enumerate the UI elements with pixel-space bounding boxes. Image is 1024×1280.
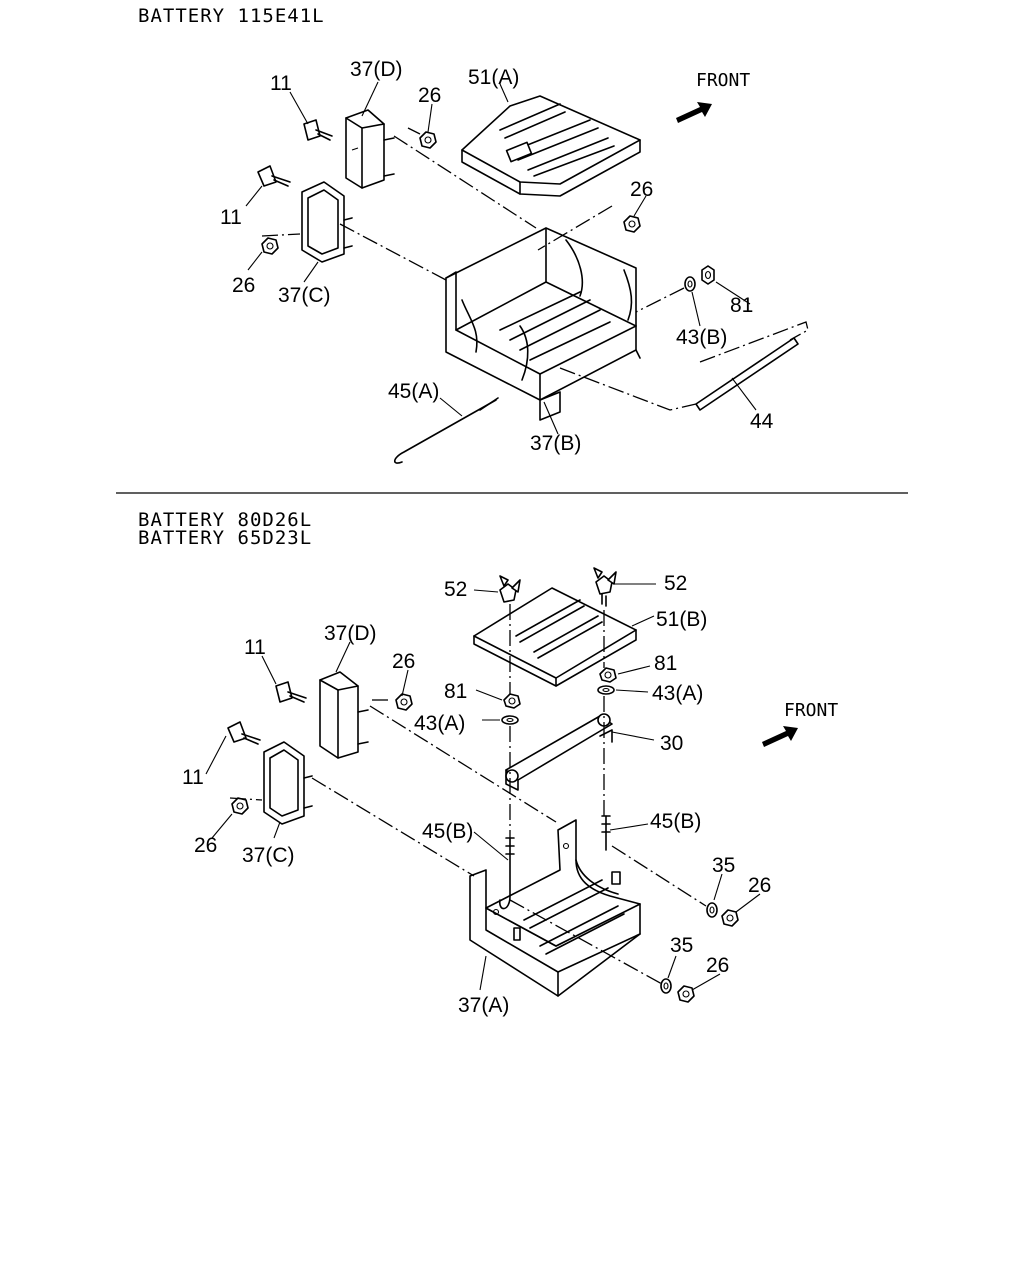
nut-26-right-upper bbox=[721, 909, 739, 927]
front-arrow-icon bbox=[762, 726, 798, 747]
callout-37b: 37(B) bbox=[530, 432, 581, 455]
washer-43a-left bbox=[501, 715, 519, 725]
washer-43b bbox=[684, 276, 696, 292]
callout-44: 44 bbox=[750, 410, 774, 433]
j-bolt-45b-right bbox=[601, 815, 611, 851]
section-2-diagram: 52 52 51(B) 11 37(D) 26 81 81 43(A) 43(A… bbox=[182, 567, 838, 1017]
callout-26: 26 bbox=[194, 834, 217, 857]
callout-11: 11 bbox=[270, 72, 292, 95]
wing-bolt-52-left bbox=[499, 575, 521, 603]
callout-37d: 37(D) bbox=[324, 622, 377, 645]
callout-81: 81 bbox=[730, 294, 753, 317]
callout-11: 11 bbox=[182, 766, 204, 789]
battery-cover-51a bbox=[461, 95, 641, 197]
callout-26: 26 bbox=[748, 874, 771, 897]
callout-51a: 51(A) bbox=[468, 66, 519, 89]
callout-43a: 43(A) bbox=[652, 682, 703, 705]
washer-35-upper bbox=[706, 902, 718, 918]
nut-81 bbox=[701, 265, 715, 285]
callout-26: 26 bbox=[392, 650, 415, 673]
nut-26-right-lower bbox=[677, 985, 695, 1003]
section-2-title-1: BATTERY 80D26L bbox=[138, 509, 313, 531]
bolt-11-lower bbox=[227, 721, 261, 745]
front-label: FRONT bbox=[696, 70, 750, 91]
callout-52: 52 bbox=[444, 578, 467, 601]
nut-81-right bbox=[599, 667, 617, 683]
callout-43a: 43(A) bbox=[414, 712, 465, 735]
callout-51b: 51(B) bbox=[656, 608, 707, 631]
washer-35-lower bbox=[660, 978, 672, 994]
callout-52: 52 bbox=[664, 572, 687, 595]
bracket-37d bbox=[345, 109, 395, 189]
wing-bolt-52-right bbox=[593, 567, 617, 607]
callout-26: 26 bbox=[706, 954, 729, 977]
battery-tray-37b bbox=[445, 227, 641, 421]
callout-45b: 45(B) bbox=[650, 810, 701, 833]
nut-81-left bbox=[503, 693, 521, 709]
callout-81: 81 bbox=[444, 680, 467, 703]
nut-26-right bbox=[623, 215, 641, 233]
nut-26-left bbox=[261, 237, 279, 255]
callout-37c: 37(C) bbox=[242, 844, 295, 867]
callout-30: 30 bbox=[660, 732, 683, 755]
rod-44 bbox=[695, 337, 799, 411]
front-label: FRONT bbox=[784, 700, 838, 721]
callout-43b: 43(B) bbox=[676, 326, 727, 349]
battery-tray-37a bbox=[469, 819, 641, 997]
section-2-title-2: BATTERY 65D23L bbox=[138, 527, 313, 549]
callout-37a: 37(A) bbox=[458, 994, 509, 1017]
section-1-title: BATTERY 115E41L bbox=[138, 5, 325, 27]
callout-45a: 45(A) bbox=[388, 380, 439, 403]
hook-rod-45a bbox=[393, 397, 499, 464]
bolt-11-upper bbox=[303, 119, 333, 141]
bracket-37c bbox=[301, 181, 353, 263]
nut-26-upper bbox=[419, 131, 437, 149]
callout-37c: 37(C) bbox=[278, 284, 331, 307]
callout-26: 26 bbox=[630, 178, 653, 201]
callout-11: 11 bbox=[244, 636, 266, 659]
bolt-11-upper bbox=[275, 681, 307, 703]
callout-11: 11 bbox=[220, 206, 242, 229]
nut-26-left bbox=[231, 797, 249, 815]
nut-26-upper bbox=[395, 693, 413, 711]
callout-81: 81 bbox=[654, 652, 677, 675]
bolt-11-lower bbox=[257, 165, 291, 187]
battery-cover-51b bbox=[473, 587, 637, 687]
front-arrow-icon bbox=[676, 102, 712, 123]
callout-37d: 37(D) bbox=[350, 58, 403, 81]
callout-35: 35 bbox=[670, 934, 693, 957]
callout-26: 26 bbox=[418, 84, 441, 107]
hold-down-bar-30 bbox=[505, 713, 613, 791]
callout-26: 26 bbox=[232, 274, 255, 297]
callout-45b: 45(B) bbox=[422, 820, 473, 843]
bracket-37d bbox=[319, 671, 369, 759]
callout-35: 35 bbox=[712, 854, 735, 877]
washer-43a-right bbox=[597, 685, 615, 695]
section-1-diagram: 11 37(D) 26 51(A) FRONT 11 26 26 37(C) 8… bbox=[220, 58, 809, 464]
bracket-37c bbox=[263, 741, 313, 825]
